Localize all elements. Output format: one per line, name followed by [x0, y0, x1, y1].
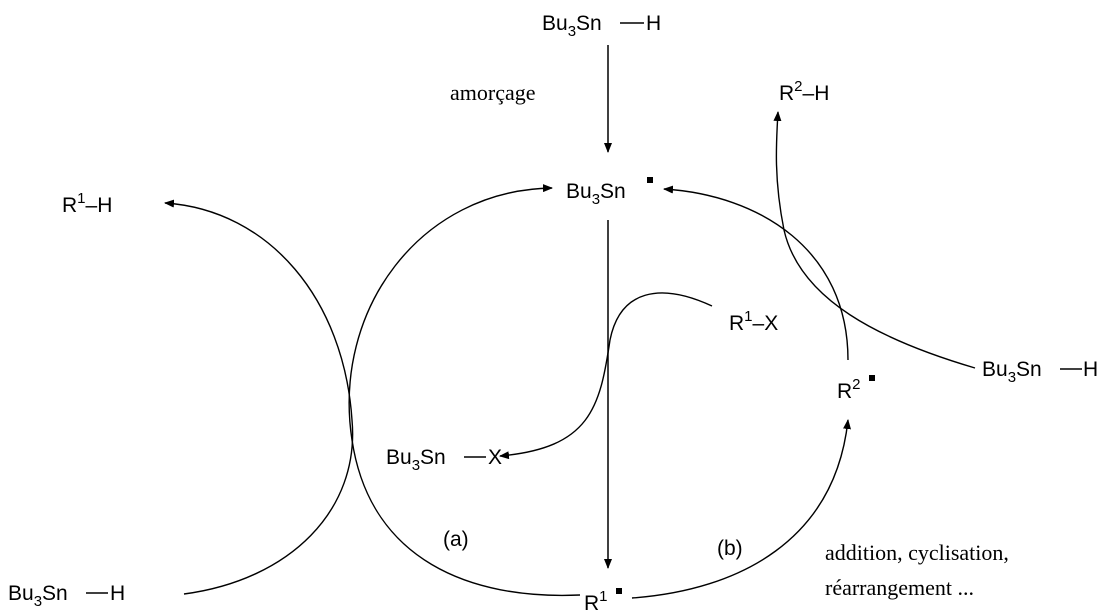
- tin-hydride-right: Bu3Sn H: [982, 358, 1098, 386]
- radical-dot: [869, 375, 875, 381]
- svg-text:H: H: [110, 582, 125, 605]
- hydrogen-transfer-a-arrow: [164, 199, 354, 595]
- tin-halide-product: Bu3Sn X: [386, 446, 502, 474]
- svg-text:H: H: [1083, 358, 1098, 381]
- svg-text:R2: R2: [837, 376, 861, 403]
- tin-radical: Bu3Sn: [566, 177, 653, 208]
- svg-text:R1–X: R1–X: [729, 308, 778, 335]
- tin-hydride-bottom-left: Bu3Sn H: [8, 582, 125, 610]
- svg-text:R1: R1: [584, 588, 608, 613]
- path-b-label: (b): [717, 537, 743, 560]
- path-b-transformation-arrow: [631, 419, 852, 599]
- hydrogen-transfer-b-arrow: [773, 111, 976, 369]
- svg-text:Bu3Sn: Bu3Sn: [982, 358, 1042, 386]
- svg-text:H: H: [646, 12, 661, 35]
- svg-text:R1–H: R1–H: [62, 190, 112, 217]
- r1x-substrate: R1–X: [729, 308, 778, 335]
- svg-text:Bu3Sn: Bu3Sn: [542, 12, 602, 40]
- initiation-label: amorçage: [450, 80, 536, 105]
- svg-text:R2–H: R2–H: [779, 78, 829, 105]
- r2-radical: R2: [837, 375, 875, 403]
- r1h-product: R1–H: [62, 190, 112, 217]
- r2h-product: R2–H: [779, 78, 829, 105]
- svg-text:Bu3Sn: Bu3Sn: [566, 180, 626, 208]
- svg-text:X: X: [488, 446, 502, 469]
- halogen-transfer-arrow: [499, 292, 713, 460]
- svg-text:Bu3Sn: Bu3Sn: [8, 582, 68, 610]
- svg-text:Bu3Sn: Bu3Sn: [386, 446, 446, 474]
- tin-hydride-top: Bu3Sn H: [542, 12, 661, 40]
- r1-radical: R1: [584, 588, 622, 613]
- radical-dot: [647, 177, 653, 183]
- radical-dot: [616, 588, 622, 594]
- path-a-label: (a): [443, 528, 469, 551]
- path-b-cycle-arrow: [663, 185, 849, 361]
- transformation-label-1: addition, cyclisation,: [825, 540, 1009, 565]
- transformation-label-2: réarrangement ...: [825, 575, 974, 600]
